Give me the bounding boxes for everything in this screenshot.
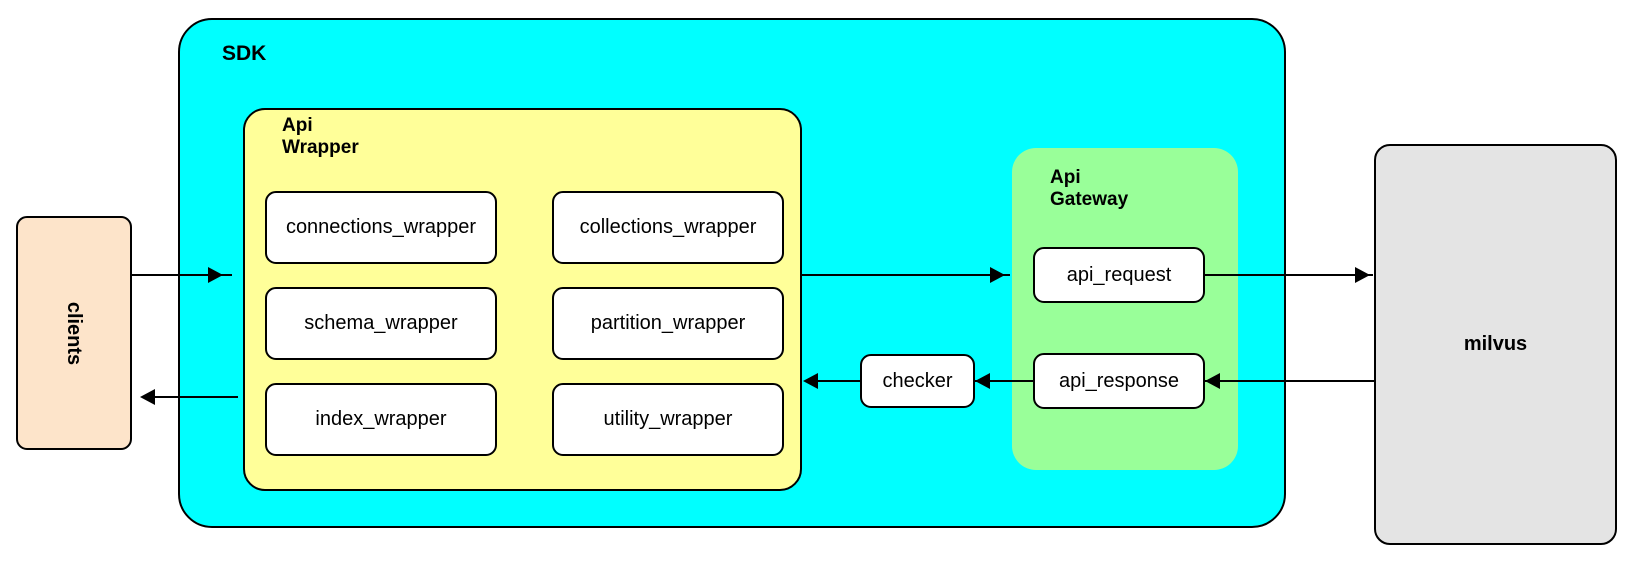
milvus-label: milvus — [1463, 333, 1528, 355]
arrow-left-icon — [140, 389, 155, 405]
node-schema-wrapper[interactable]: schema_wrapper — [265, 287, 497, 360]
node-api-response[interactable]: api_response — [1033, 353, 1205, 409]
clients-label: clients — [63, 301, 86, 365]
edge-checker-to-api-wrapper — [805, 380, 860, 382]
milvus-box[interactable]: milvus — [1374, 144, 1617, 545]
edge-clients-to-api-wrapper — [132, 274, 232, 276]
arrow-left-icon — [803, 373, 818, 389]
arrow-left-icon — [1205, 373, 1220, 389]
node-collections-wrapper[interactable]: collections_wrapper — [552, 191, 784, 264]
edge-api-request-to-milvus — [1205, 274, 1373, 276]
edge-api-wrapper-to-clients — [148, 396, 238, 398]
clients-box[interactable]: clients — [16, 216, 132, 450]
arrow-right-icon — [990, 267, 1005, 283]
node-utility-wrapper[interactable]: utility_wrapper — [552, 383, 784, 456]
api-wrapper-label: Api Wrapper — [282, 115, 359, 159]
api-gateway-container[interactable] — [1012, 148, 1238, 470]
node-api-request[interactable]: api_request — [1033, 247, 1205, 303]
arrow-right-icon — [1355, 267, 1370, 283]
node-checker[interactable]: checker — [860, 354, 975, 408]
arrow-left-icon — [975, 373, 990, 389]
edge-api-wrapper-to-api-gateway — [802, 274, 1010, 276]
node-index-wrapper[interactable]: index_wrapper — [265, 383, 497, 456]
arrow-right-icon — [208, 267, 223, 283]
edge-milvus-to-api-response — [1205, 380, 1375, 382]
sdk-label: SDK — [222, 42, 267, 65]
api-gateway-label: Api Gateway — [1050, 167, 1129, 211]
node-connections-wrapper[interactable]: connections_wrapper — [265, 191, 497, 264]
edge-api-response-to-checker — [975, 380, 1033, 382]
node-partition-wrapper[interactable]: partition_wrapper — [552, 287, 784, 360]
